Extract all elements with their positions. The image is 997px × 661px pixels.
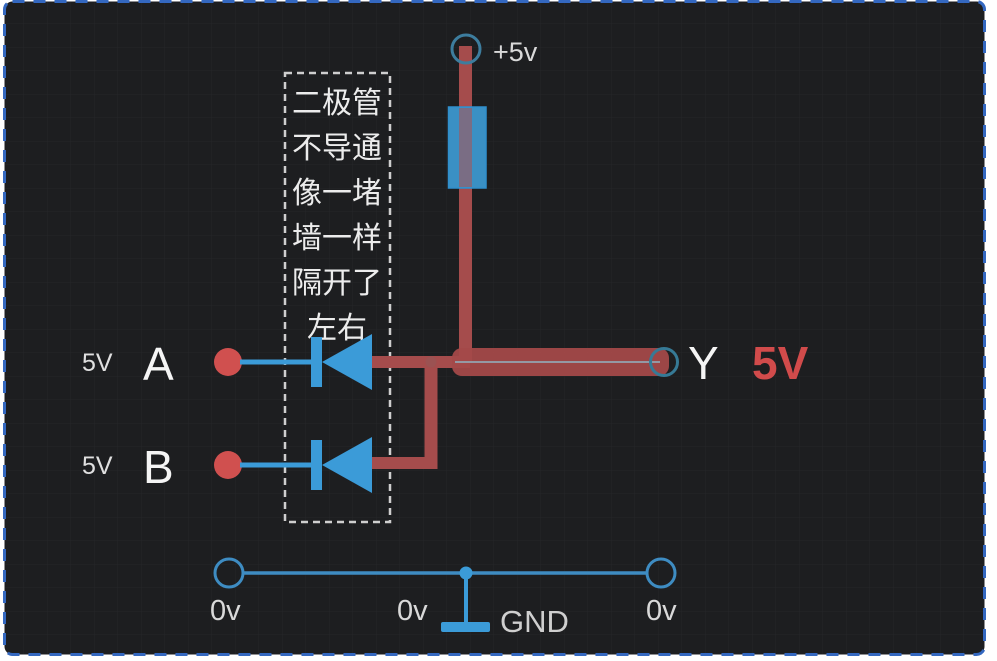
diode-a-output-wire [370, 356, 470, 368]
annotation-line: 像一堵 [292, 176, 382, 211]
output-terminal[interactable] [649, 347, 679, 377]
diode-b-output-wire [370, 457, 437, 469]
ground-label-right: 0v [646, 595, 677, 627]
diode-a-triangle [322, 334, 372, 390]
input-b-label: B [143, 441, 174, 493]
branch-b-wire [424, 356, 438, 469]
grid-background [5, 2, 984, 654]
power-wire [459, 46, 472, 362]
diode-a-cathode-bar [311, 337, 322, 387]
annotation-line: 隔开了 [292, 266, 382, 301]
wire-junction [425, 356, 437, 368]
resistor-wire-overlay [459, 108, 472, 187]
input-a-node[interactable] [214, 348, 242, 376]
power-label: +5v [493, 37, 538, 67]
selection-border [3, 0, 986, 656]
annotation-line: 墙一样 [292, 221, 382, 256]
output-voltage: 5V [752, 337, 809, 389]
annotation-line: 不导通 [292, 131, 382, 166]
diode-b-cathode-bar [311, 440, 322, 490]
annotation-line: 二极管 [292, 86, 382, 121]
annotation-text: 二极管 不导通 像一堵 墙一样 隔开了 左右 [292, 86, 382, 346]
ground-terminal-right[interactable] [645, 557, 677, 589]
annotation-box [283, 71, 392, 524]
input-a-label: A [143, 338, 174, 390]
ground-symbol[interactable] [441, 622, 490, 632]
power-terminal[interactable] [450, 33, 482, 65]
output-label: Y [688, 337, 719, 389]
input-b-node[interactable] [214, 451, 242, 479]
input-b-voltage: 5V [82, 452, 113, 480]
diode-b[interactable] [311, 437, 372, 493]
ground-label-left: 0v [210, 595, 241, 627]
ground-terminal-left[interactable] [213, 557, 245, 589]
diode-a[interactable] [311, 334, 372, 390]
input-a-voltage: 5V [82, 349, 113, 377]
diode-b-triangle [322, 437, 372, 493]
ground-label-mid: 0v [397, 595, 428, 627]
gnd-label: GND [500, 604, 569, 639]
